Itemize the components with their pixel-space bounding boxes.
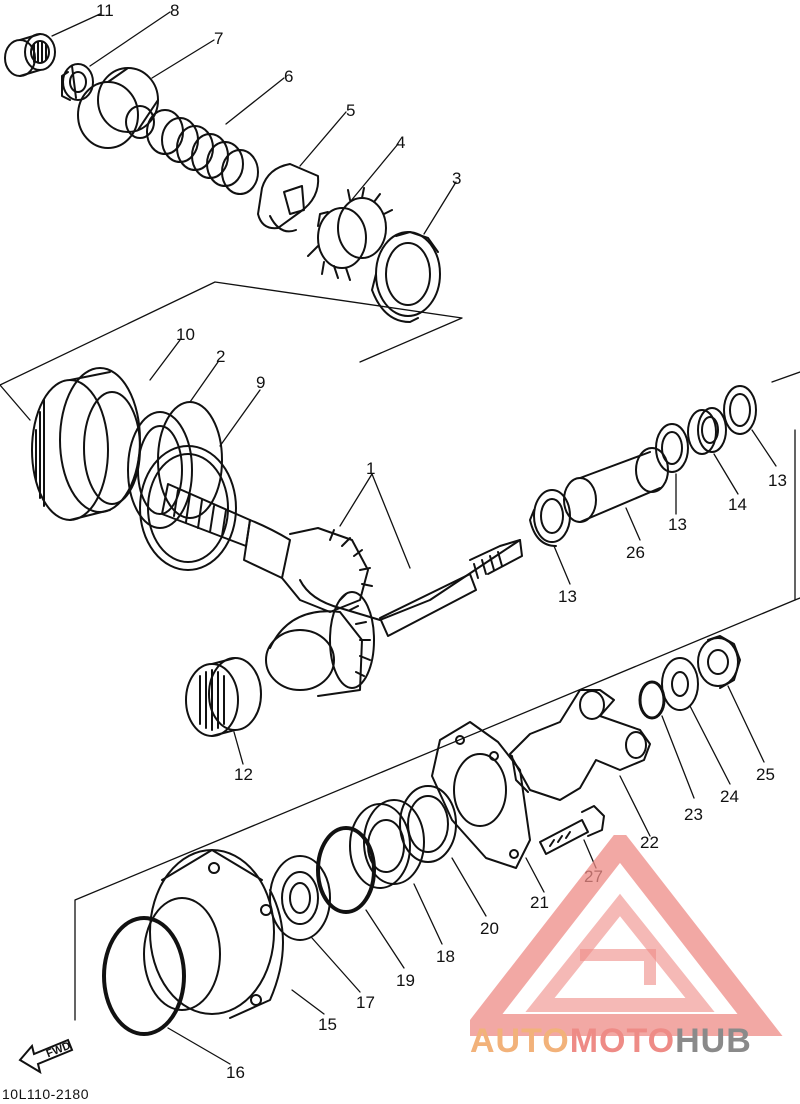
shim-ring-9 xyxy=(139,445,237,571)
gear-coupling-4 xyxy=(307,187,393,281)
label-part-1: 1 xyxy=(366,459,376,478)
label-part-13-middle: 13 xyxy=(668,515,687,534)
label-part-20: 20 xyxy=(480,919,499,938)
ring-gear-housing-10 xyxy=(31,367,141,521)
o-ring-23 xyxy=(638,680,666,720)
spacer-tube-26 xyxy=(563,447,669,523)
washer-24 xyxy=(661,657,699,711)
label-part-9: 9 xyxy=(256,373,266,392)
label-part-13-right: 13 xyxy=(768,471,787,490)
group-frames xyxy=(0,281,800,1021)
flange-nut-25 xyxy=(697,635,741,689)
label-part-21: 21 xyxy=(530,893,549,912)
coil-spring-6 xyxy=(146,109,259,195)
watermark-hub: HUB xyxy=(675,1022,752,1060)
bearing-14 xyxy=(687,407,727,455)
diagram-reference-code: 10L110-2180 xyxy=(2,1086,89,1102)
needle-bearing-12 xyxy=(185,657,262,737)
split-collar-8 xyxy=(61,63,94,101)
label-part-16: 16 xyxy=(226,1063,245,1082)
o-ring-19 xyxy=(316,826,376,914)
label-part-22: 22 xyxy=(640,833,659,852)
case-flange-15 xyxy=(143,849,284,1019)
label-part-23: 23 xyxy=(684,805,703,824)
label-part-14: 14 xyxy=(728,495,747,514)
collar-13-middle xyxy=(655,423,689,473)
label-part-17: 17 xyxy=(356,993,375,1012)
u-joint-yoke-22 xyxy=(509,689,651,801)
needle-bearing-11 xyxy=(4,33,56,77)
label-part-25: 25 xyxy=(756,765,775,784)
bearing-17 xyxy=(269,855,331,941)
collar-13-right xyxy=(723,385,757,435)
label-part-13-left: 13 xyxy=(558,587,577,606)
label-part-8: 8 xyxy=(170,1,180,20)
label-part-26: 26 xyxy=(626,543,645,562)
watermark-text: AUTOMOTOHUB xyxy=(470,1022,752,1061)
label-part-11: 11 xyxy=(96,1,114,20)
bolt-27 xyxy=(539,805,605,855)
leader-lines xyxy=(51,11,777,1065)
watermark-logo xyxy=(470,835,783,1036)
label-part-2: 2 xyxy=(216,347,226,366)
label-part-7: 7 xyxy=(214,29,224,48)
forward-arrow-icon xyxy=(18,1038,74,1074)
label-part-4: 4 xyxy=(396,133,406,152)
watermark-auto: AUTO xyxy=(470,1022,570,1060)
label-part-24: 24 xyxy=(720,787,739,806)
housing-plate-21 xyxy=(431,721,531,869)
label-part-10: 10 xyxy=(176,325,195,344)
label-part-12: 12 xyxy=(234,765,253,784)
label-part-3: 3 xyxy=(452,169,462,188)
o-ring-16 xyxy=(102,916,186,1036)
cam-follower-5 xyxy=(257,163,320,233)
label-part-5: 5 xyxy=(346,101,356,120)
ring-nut-3 xyxy=(371,231,441,323)
spring-seat-7 xyxy=(77,67,159,149)
oil-seal-20 xyxy=(399,785,457,863)
label-part-6: 6 xyxy=(284,67,294,86)
label-part-18: 18 xyxy=(436,947,455,966)
pinion-gear-shaft-1 xyxy=(161,483,523,697)
label-part-19: 19 xyxy=(396,971,415,990)
label-part-15: 15 xyxy=(318,1015,337,1034)
watermark-moto: MOTO xyxy=(569,1022,676,1060)
